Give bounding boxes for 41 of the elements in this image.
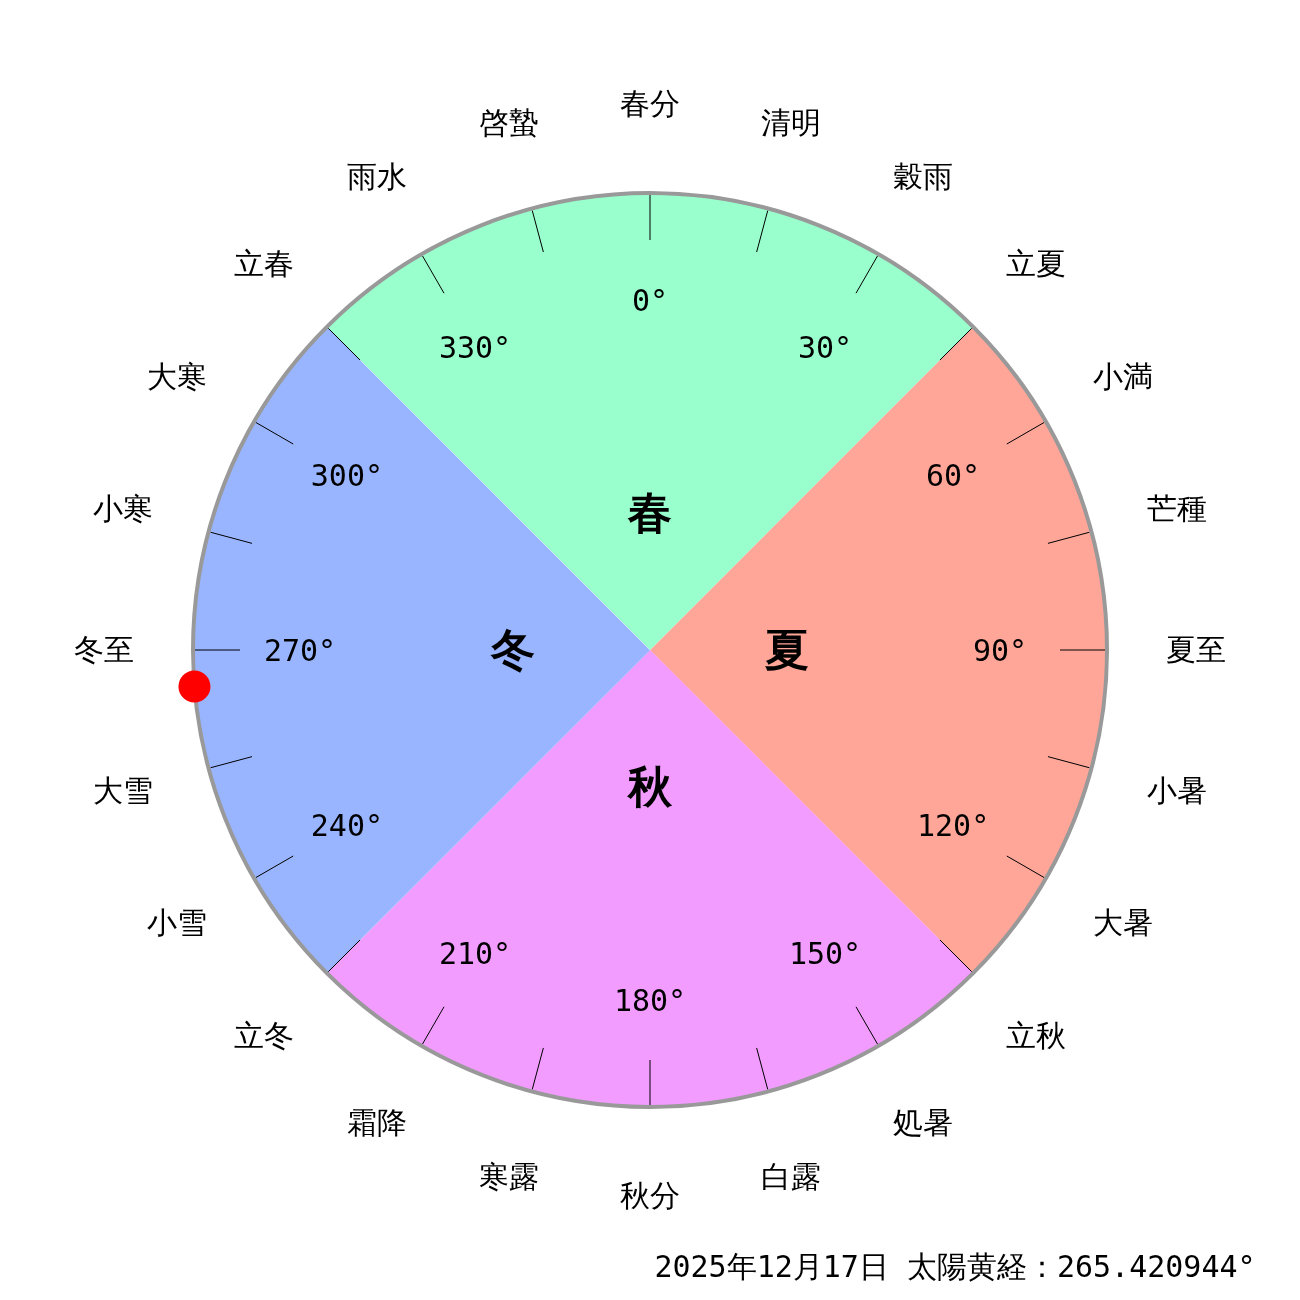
degree-label: 0° <box>631 282 669 318</box>
solar-term-label: 立春 <box>233 244 294 283</box>
solar-term-label: 立秋 <box>1006 1016 1067 1055</box>
degree-label: 330° <box>438 329 512 365</box>
date-longitude-text: 2025年12月17日 太陽黄経：265.420944° <box>654 1247 1256 1286</box>
solar-term-label: 夏至 <box>1166 630 1226 669</box>
degree-label: 90° <box>972 632 1028 668</box>
solar-term-label: 大暑 <box>1092 903 1153 942</box>
season-label: 夏 <box>765 622 809 677</box>
degree-label: 180° <box>613 982 687 1018</box>
degree-label: 240° <box>310 807 383 843</box>
solar-term-label: 雨水 <box>347 157 407 196</box>
solar-term-label: 冬至 <box>74 630 134 669</box>
solar-term-label: 小満 <box>1092 357 1153 396</box>
solar-term-label: 大寒 <box>147 357 208 396</box>
degree-label: 270° <box>263 632 337 668</box>
solar-term-label: 小雪 <box>147 903 208 942</box>
degree-label: 60° <box>926 457 981 493</box>
solar-term-label: 立夏 <box>1006 244 1067 283</box>
degree-label: 210° <box>438 935 512 971</box>
solar-term-label: 寒露 <box>478 1157 539 1196</box>
solar-term-label: 処暑 <box>893 1103 953 1142</box>
degree-label: 30° <box>797 329 853 365</box>
solar-term-label: 立冬 <box>233 1016 294 1055</box>
solar-term-label: 清明 <box>761 103 822 142</box>
solar-term-label: 小暑 <box>1147 771 1208 810</box>
solar-term-label: 春分 <box>620 84 680 123</box>
solar-term-label: 穀雨 <box>893 157 953 196</box>
solar-term-label: 小寒 <box>92 489 153 528</box>
season-label: 秋 <box>628 759 672 814</box>
season-label: 春 <box>628 485 672 540</box>
solar-term-label: 大雪 <box>92 771 153 810</box>
solar-term-label: 芒種 <box>1147 489 1208 528</box>
degree-label: 150° <box>788 935 862 971</box>
solar-term-label: 白露 <box>761 1157 822 1196</box>
season-label: 冬 <box>491 622 535 677</box>
degree-label: 300° <box>310 457 383 493</box>
solar-term-label: 秋分 <box>620 1176 680 1215</box>
solar-term-label: 啓蟄 <box>478 103 539 142</box>
degree-label: 120° <box>916 807 990 843</box>
solar-term-label: 霜降 <box>347 1103 407 1142</box>
